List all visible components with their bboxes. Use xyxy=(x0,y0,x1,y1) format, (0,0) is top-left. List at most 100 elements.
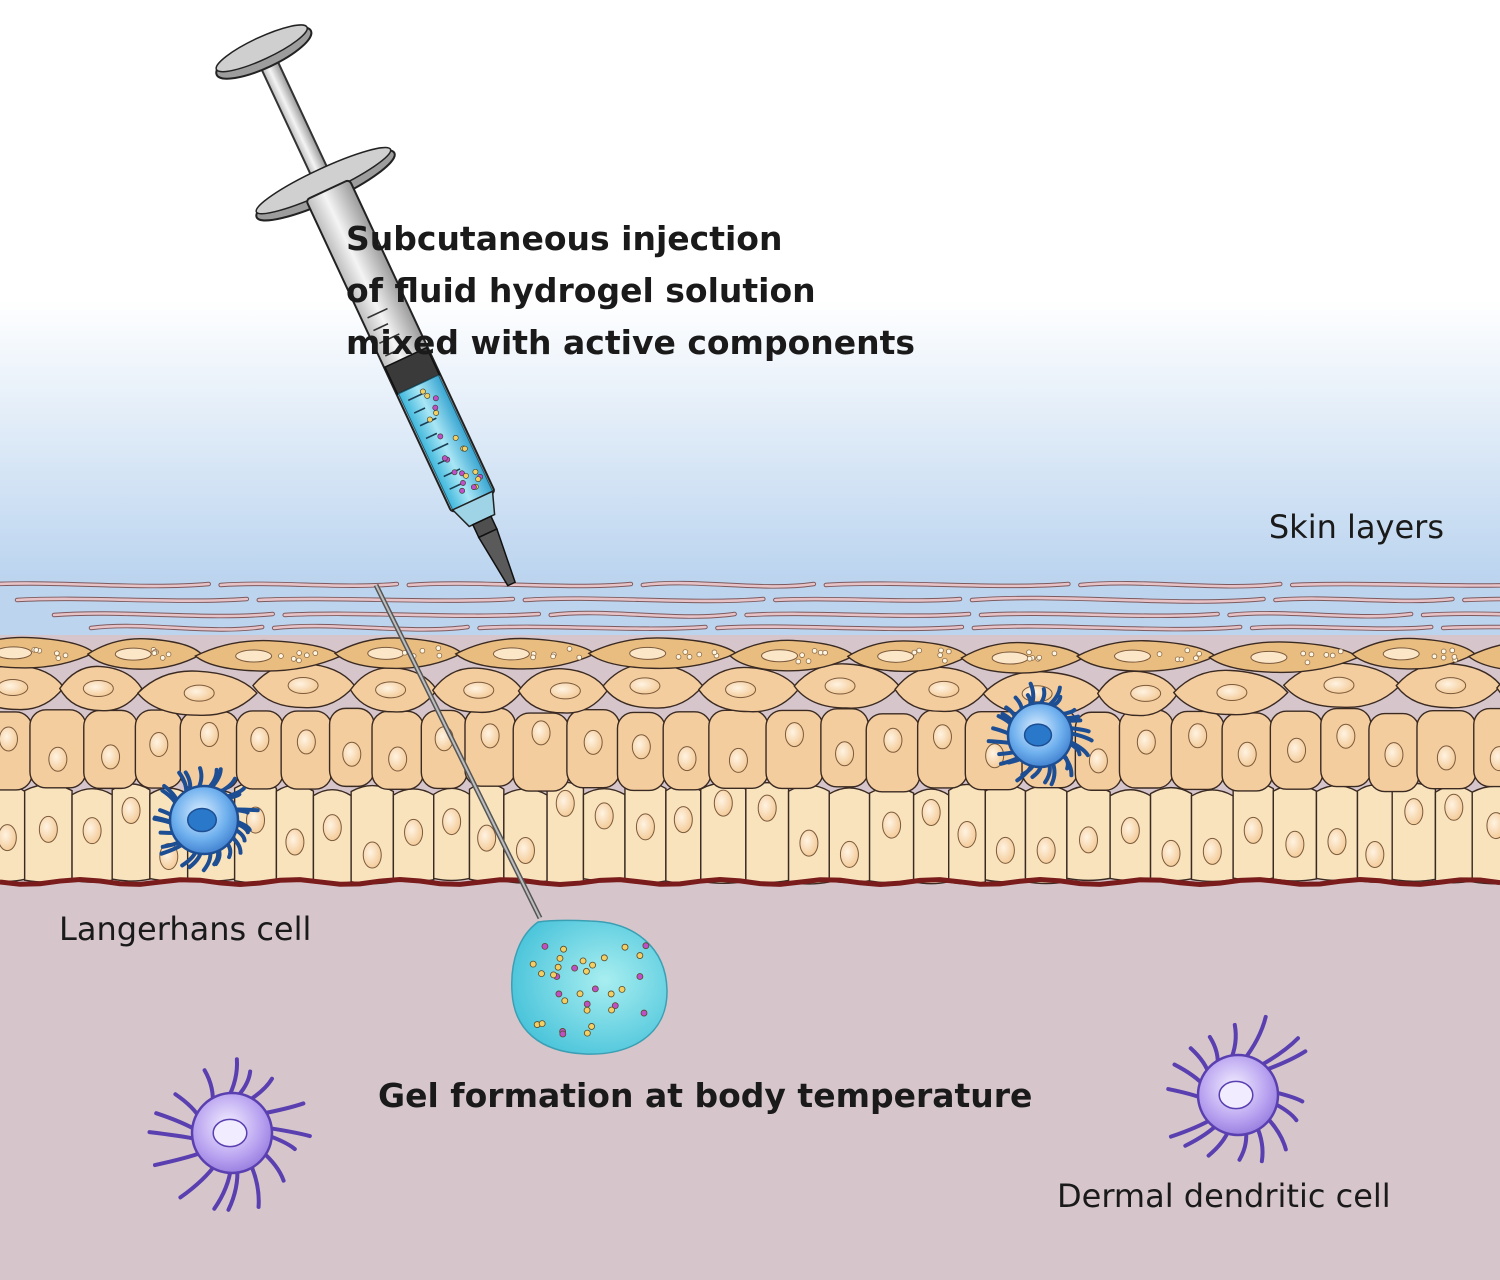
granule xyxy=(1449,647,1456,654)
cell-nucleus xyxy=(149,732,169,758)
active-component-particle xyxy=(432,395,439,402)
basal-cell xyxy=(665,784,702,884)
granule xyxy=(296,650,302,656)
cell-nucleus xyxy=(928,680,960,698)
cell-nucleus xyxy=(1250,650,1288,664)
corneum-line-fill xyxy=(1274,597,1454,603)
active-component-particle xyxy=(541,942,549,950)
basal-cell xyxy=(828,787,871,884)
cell-nucleus xyxy=(114,647,152,661)
cell-nucleus xyxy=(404,818,424,846)
cell-nucleus xyxy=(784,722,804,748)
granule xyxy=(686,654,693,660)
granule xyxy=(1196,651,1202,657)
syringe-icon xyxy=(215,24,543,920)
active-component-particle xyxy=(640,1009,648,1017)
spinous-cell-layer xyxy=(0,707,1500,793)
active-component-particle xyxy=(583,1029,591,1037)
cell-nucleus xyxy=(38,815,58,843)
active-component-particle xyxy=(451,469,458,476)
active-component-particle xyxy=(583,967,590,975)
cell-nucleus xyxy=(1161,839,1181,867)
cell-nucleus xyxy=(957,820,977,848)
cell-nucleus xyxy=(839,840,859,868)
cell-nucleus xyxy=(367,646,405,660)
cell-nucleus xyxy=(932,724,952,750)
granule xyxy=(911,649,918,656)
spinous-cell xyxy=(865,713,921,793)
basal-cell xyxy=(1149,786,1193,882)
granule xyxy=(290,656,297,662)
cell-nucleus xyxy=(1202,837,1222,865)
active-component-particle xyxy=(556,954,564,962)
corneum-line-fill xyxy=(89,624,264,631)
langerhans-cell-icon xyxy=(986,681,1094,787)
injection-caption-line-1: Subcutaneous injection xyxy=(346,219,783,258)
corneum-line-fill xyxy=(283,612,541,618)
active-component-particle xyxy=(538,970,545,978)
cell-nucleus xyxy=(1216,684,1248,702)
granule xyxy=(1300,650,1306,657)
active-component-particle xyxy=(459,487,466,494)
cell-nucleus xyxy=(1088,748,1108,774)
granule xyxy=(419,647,426,654)
active-component-particle xyxy=(452,435,459,441)
granule xyxy=(937,652,943,658)
granule xyxy=(1304,659,1311,666)
cell-nucleus xyxy=(921,798,941,826)
cell-nucleus xyxy=(246,806,266,834)
cell-nucleus xyxy=(757,794,777,822)
corneum-line-fill xyxy=(1079,581,1282,588)
cell-nucleus xyxy=(1120,817,1140,845)
granule xyxy=(1323,652,1330,658)
cell-nucleus xyxy=(631,734,651,760)
granule xyxy=(576,654,583,661)
active-component-particle xyxy=(475,476,482,483)
active-component-particle xyxy=(608,1006,615,1014)
corneum-line-fill xyxy=(774,597,962,602)
cell-nucleus xyxy=(477,824,497,852)
granule xyxy=(822,649,828,656)
cell-nucleus xyxy=(287,677,319,695)
cell-nucleus xyxy=(1327,828,1347,856)
cell-nucleus xyxy=(442,808,462,836)
corneum-line-fill xyxy=(1421,612,1500,617)
granule xyxy=(682,649,689,655)
cell-nucleus xyxy=(1336,723,1356,749)
cell-nucleus xyxy=(285,828,305,856)
cell-nucleus xyxy=(1237,741,1257,767)
active-component-particle xyxy=(588,1023,596,1030)
granule xyxy=(151,650,158,656)
cell-nucleus xyxy=(199,722,219,748)
cell-nucleus xyxy=(673,806,693,834)
granule xyxy=(799,652,805,658)
cell-nucleus xyxy=(480,723,500,749)
basal-cell xyxy=(1391,782,1437,882)
cell-nucleus xyxy=(882,811,902,839)
basal-cell xyxy=(984,784,1027,883)
cell-nucleus xyxy=(1384,742,1404,768)
cell-nucleus xyxy=(594,802,614,830)
dermal-dendritic-cell-label: Dermal dendritic cell xyxy=(1057,1177,1391,1215)
cell-nucleus xyxy=(725,681,757,699)
cell-nucleus xyxy=(1130,684,1162,702)
cell-nucleus xyxy=(0,824,17,852)
cell-nucleus xyxy=(342,741,362,767)
corneum-line-fill xyxy=(1441,625,1500,630)
spinous-cell xyxy=(0,711,33,791)
active-component-particle xyxy=(461,445,468,452)
granule xyxy=(811,648,818,654)
cell-nucleus xyxy=(991,651,1029,665)
gel-formation-label: Gel formation at body temperature xyxy=(378,1076,1033,1115)
corneum-line-fill xyxy=(824,582,1070,588)
granule xyxy=(62,652,69,659)
granule xyxy=(1431,653,1438,660)
active-component-particle xyxy=(437,433,444,440)
corneum-line-fill xyxy=(641,581,816,588)
cell-nucleus xyxy=(799,829,819,857)
cell-nucleus xyxy=(48,746,68,772)
injection-caption-line-2: of fluid hydrogel solution xyxy=(346,271,816,310)
cell-nucleus xyxy=(728,747,748,773)
cell-nucleus xyxy=(250,727,270,753)
active-component-particle xyxy=(607,990,615,998)
